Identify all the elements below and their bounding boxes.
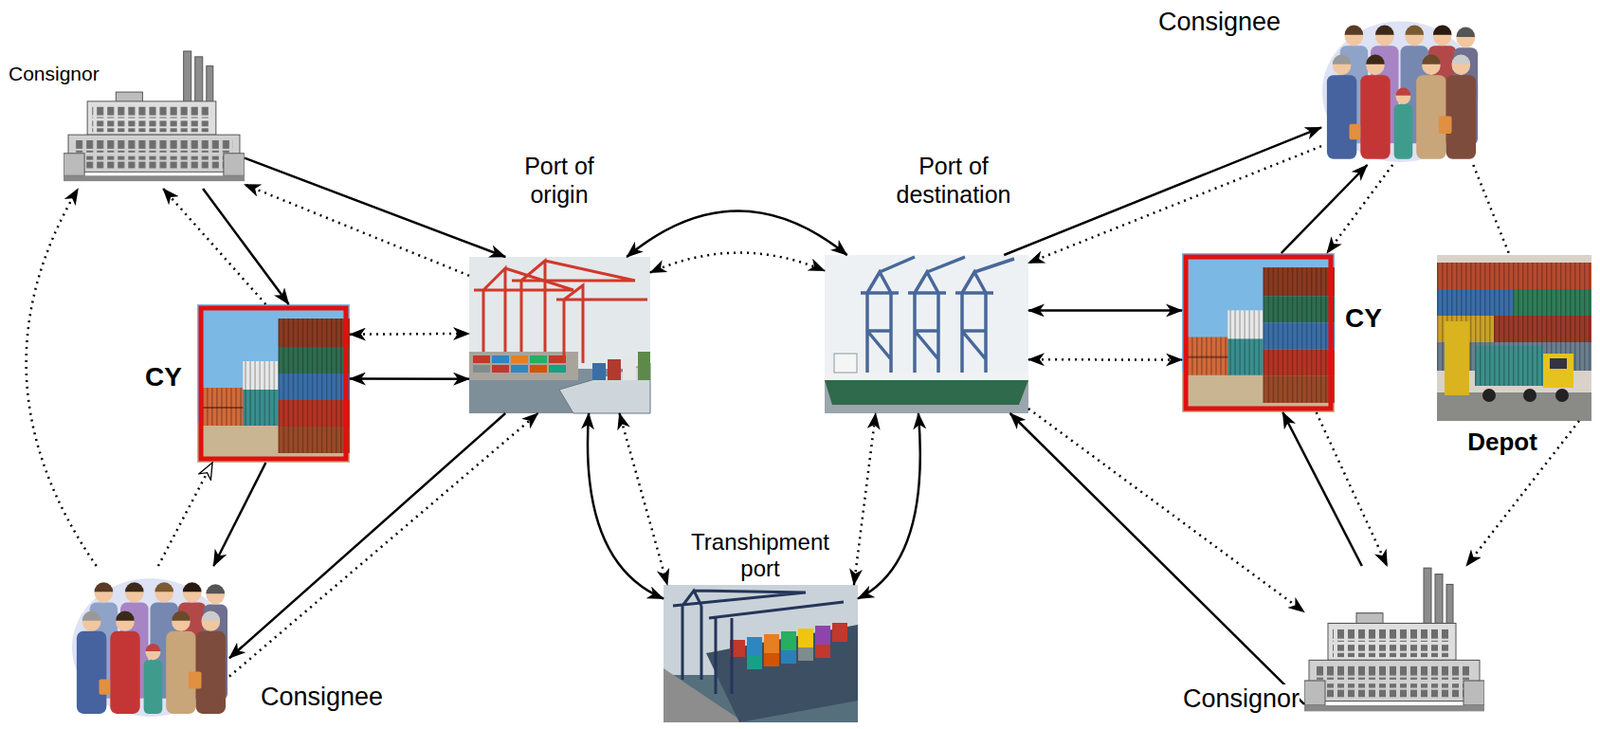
depot-photo bbox=[1436, 254, 1592, 421]
label-holder: Port of destination bbox=[891, 151, 1016, 209]
label-holder: Depot bbox=[1459, 428, 1546, 457]
consignee-node: Consignee bbox=[1321, 8, 1480, 165]
cargo-flow-arrow bbox=[229, 413, 506, 658]
empty-flow-arrow bbox=[349, 332, 470, 336]
label-holder: Consignee bbox=[260, 682, 383, 712]
empty-flow-arrow bbox=[158, 462, 213, 566]
node-label: CY bbox=[145, 362, 182, 393]
label-holder: Consignor bbox=[8, 62, 100, 86]
people-icon bbox=[72, 578, 229, 717]
empty-flow-arrow bbox=[26, 188, 97, 566]
cargo-flow-arrow bbox=[857, 413, 921, 600]
empty-flow-arrow bbox=[244, 184, 470, 276]
empty-flow-arrow bbox=[619, 413, 669, 585]
label-holder: Consignee bbox=[1158, 7, 1281, 37]
node-label: CY bbox=[1345, 303, 1382, 334]
label-holder: Consignor bbox=[1182, 684, 1300, 714]
cargo-flow-arrow bbox=[1281, 164, 1368, 254]
empty-flow-arrow bbox=[1327, 164, 1393, 254]
container-yard-node: CY bbox=[197, 304, 350, 463]
empty-flow-arrow bbox=[229, 413, 539, 677]
consignee-node: Consignee bbox=[71, 565, 230, 720]
port-node: Transhipment port bbox=[663, 584, 858, 723]
node-label: Consignee bbox=[260, 682, 383, 712]
consignor-node: Consignor bbox=[1304, 565, 1485, 720]
port-photo bbox=[469, 256, 651, 414]
label-holder: CY bbox=[1345, 303, 1382, 334]
depot-node: Depot bbox=[1436, 254, 1592, 421]
node-label: Transhipment port bbox=[687, 528, 835, 582]
node-label: Consignee bbox=[1158, 7, 1281, 37]
empty-flow-arrow bbox=[163, 188, 266, 305]
label-holder: CY bbox=[145, 362, 182, 393]
people-icon bbox=[1322, 20, 1479, 163]
container-yard-photo bbox=[1181, 253, 1335, 413]
port-photo bbox=[663, 584, 858, 723]
cargo-flow-arrow bbox=[1003, 127, 1322, 255]
port-photo bbox=[824, 254, 1029, 414]
empty-flow-arrow bbox=[854, 413, 876, 585]
cargo-flow-arrow bbox=[213, 462, 266, 566]
empty-flow-arrow bbox=[650, 253, 825, 273]
node-label: Port of destination bbox=[891, 151, 1016, 209]
node-label: Depot bbox=[1459, 428, 1546, 457]
empty-flow-arrow bbox=[1316, 412, 1388, 566]
node-label: Port of origin bbox=[507, 151, 612, 209]
cargo-flow-arrow bbox=[1028, 309, 1182, 312]
cargo-flow-arrow bbox=[1010, 413, 1305, 705]
cargo-flow-arrow bbox=[626, 210, 847, 257]
empty-flow-arrow bbox=[1028, 408, 1305, 613]
cargo-flow-arrow bbox=[349, 377, 470, 381]
empty-flow-arrow bbox=[1028, 358, 1182, 362]
cargo-flow-arrow bbox=[202, 188, 290, 305]
label-holder: Transhipment port bbox=[687, 528, 835, 582]
container-yard-node: CY bbox=[1181, 253, 1335, 413]
consignor-node: Consignor bbox=[63, 49, 245, 189]
label-holder: Port of origin bbox=[507, 151, 612, 209]
port-node: Port of origin bbox=[469, 256, 651, 414]
empty-flow-arrow bbox=[1472, 164, 1510, 255]
factory-icon bbox=[1304, 567, 1485, 711]
port-node: Port of destination bbox=[824, 254, 1029, 414]
cargo-flow-arrow bbox=[244, 158, 506, 257]
empty-flow-arrow bbox=[1028, 145, 1322, 263]
node-label: Consignor bbox=[8, 62, 100, 86]
cargo-flow-arrow bbox=[1282, 412, 1363, 566]
cargo-flow-arrow bbox=[587, 413, 664, 600]
node-label: Consignor bbox=[1182, 684, 1300, 714]
container-yard-photo bbox=[197, 304, 350, 463]
